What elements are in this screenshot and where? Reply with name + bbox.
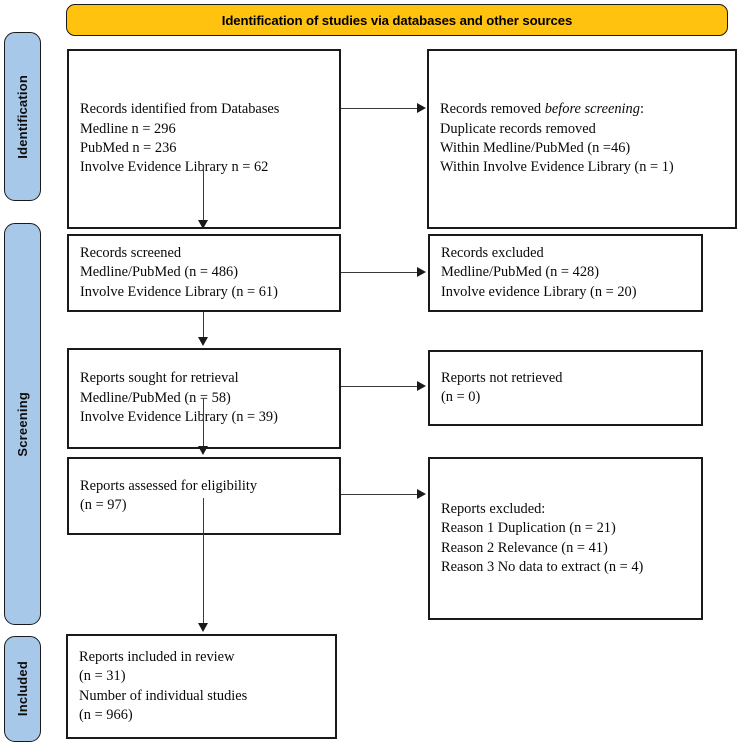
arrow-down-icon [198, 220, 208, 229]
connector-hline-screened-to-excluded [341, 272, 421, 273]
records-identified-box: Records identified from Databases Medlin… [67, 49, 341, 229]
text-line: Records removed before screening: [440, 100, 735, 119]
text-line: Medline/PubMed (n = 486) [80, 264, 239, 281]
arrow-right-icon [417, 267, 426, 277]
records-excluded-content: Records excluded Medline/PubMed (n = 428… [430, 244, 701, 302]
arrow-down-icon [198, 623, 208, 632]
reports-not-retrieved-box: Reports not retrieved (n = 0) [428, 350, 703, 426]
records-identified-content: Records identified from Databases Medlin… [69, 100, 339, 178]
text-line: Reports assessed for eligibility [80, 477, 258, 494]
stage-label-screening-text: Screening [15, 391, 30, 457]
text-line: Within Involve Evidence Library (n = 1) [440, 159, 674, 176]
arrow-right-icon [417, 103, 426, 113]
diagram-title: Identification of studies via databases … [221, 12, 573, 28]
text-line: Reports included in review [79, 648, 235, 665]
records-removed-box: Records removed before screening: Duplic… [427, 49, 737, 229]
stage-label-identification-text: Identification [15, 74, 30, 159]
text-line-italic: before screening [544, 101, 640, 118]
reports-assessed-content: Reports assessed for eligibility (n = 97… [69, 477, 339, 516]
text-line: Involve Evidence Library n = 62 [80, 159, 269, 176]
text-line: (n = 31) [79, 668, 126, 685]
text-line: Reports sought for retrieval [80, 370, 239, 387]
arrow-down-icon [198, 337, 208, 346]
text-line: Records excluded [441, 244, 544, 261]
connector-vline-screened-to-sought [203, 312, 204, 344]
records-removed-content: Records removed before screening: Duplic… [429, 100, 735, 178]
text-line: Reason 2 Relevance (n = 41) [441, 539, 608, 556]
text-line: Reports not retrieved [441, 369, 563, 386]
stage-label-included-text: Included [15, 661, 30, 717]
text-line: Reason 3 No data to extract (n = 4) [441, 558, 644, 575]
text-line: (n = 0) [441, 389, 481, 405]
text-line: Records screened [80, 244, 182, 261]
reports-excluded-reasons-box: Reports excluded: Reason 1 Duplication (… [428, 457, 703, 620]
text-line: Involve Evidence Library (n = 61) [80, 283, 278, 300]
text-line: Reason 1 Duplication (n = 21) [441, 520, 616, 537]
text-line: (n = 966) [79, 706, 133, 723]
reports-excluded-content: Reports excluded: Reason 1 Duplication (… [430, 500, 701, 578]
connector-vline-sought-to-assessed [203, 398, 204, 453]
stage-label-identification: Identification [4, 32, 41, 201]
reports-not-retrieved-content: Reports not retrieved (n = 0) [430, 369, 701, 408]
text-line-prefix: Records removed [440, 101, 545, 118]
stage-label-screening: Screening [4, 223, 41, 625]
text-line: Medline n = 296 [80, 120, 176, 137]
arrow-right-icon [417, 381, 426, 391]
stage-label-included: Included [4, 636, 41, 742]
records-screened-content: Records screened Medline/PubMed (n = 486… [69, 244, 339, 302]
connector-hline-sought-to-not-retrieved [341, 386, 421, 387]
text-line: Records identified from Databases [80, 101, 280, 118]
reports-included-box: Reports included in review (n = 31) Numb… [66, 634, 337, 739]
arrow-down-icon [198, 446, 208, 455]
records-screened-box: Records screened Medline/PubMed (n = 486… [67, 234, 341, 312]
text-line: Within Medline/PubMed (n =46) [440, 140, 631, 156]
arrow-right-icon [417, 489, 426, 499]
text-line: Reports excluded: [441, 500, 546, 517]
text-line: Medline/PubMed (n = 58) [80, 389, 231, 406]
reports-included-content: Reports included in review (n = 31) Numb… [68, 648, 335, 726]
text-line: Involve evidence Library (n = 20) [441, 283, 637, 300]
text-line: Involve Evidence Library (n = 39) [80, 409, 278, 426]
reports-assessed-box: Reports assessed for eligibility (n = 97… [67, 457, 341, 535]
connector-vline-identified-to-screened [203, 165, 204, 227]
connector-hline-identified-to-removed [341, 108, 421, 109]
reports-sought-content: Reports sought for retrieval Medline/Pub… [69, 369, 339, 427]
text-line: Medline/PubMed (n = 428) [441, 264, 600, 281]
records-excluded-box: Records excluded Medline/PubMed (n = 428… [428, 234, 703, 312]
text-line: PubMed n = 236 [80, 140, 177, 156]
connector-hline-assessed-to-reports-excluded [341, 494, 421, 495]
connector-vline-assessed-to-included [203, 498, 204, 630]
text-line: Number of individual studies [79, 687, 248, 704]
text-line: Duplicate records removed [440, 120, 596, 137]
diagram-header-banner: Identification of studies via databases … [66, 4, 728, 36]
reports-sought-box: Reports sought for retrieval Medline/Pub… [67, 348, 341, 449]
text-line: (n = 97) [80, 497, 127, 513]
text-line-suffix: : [639, 101, 644, 118]
